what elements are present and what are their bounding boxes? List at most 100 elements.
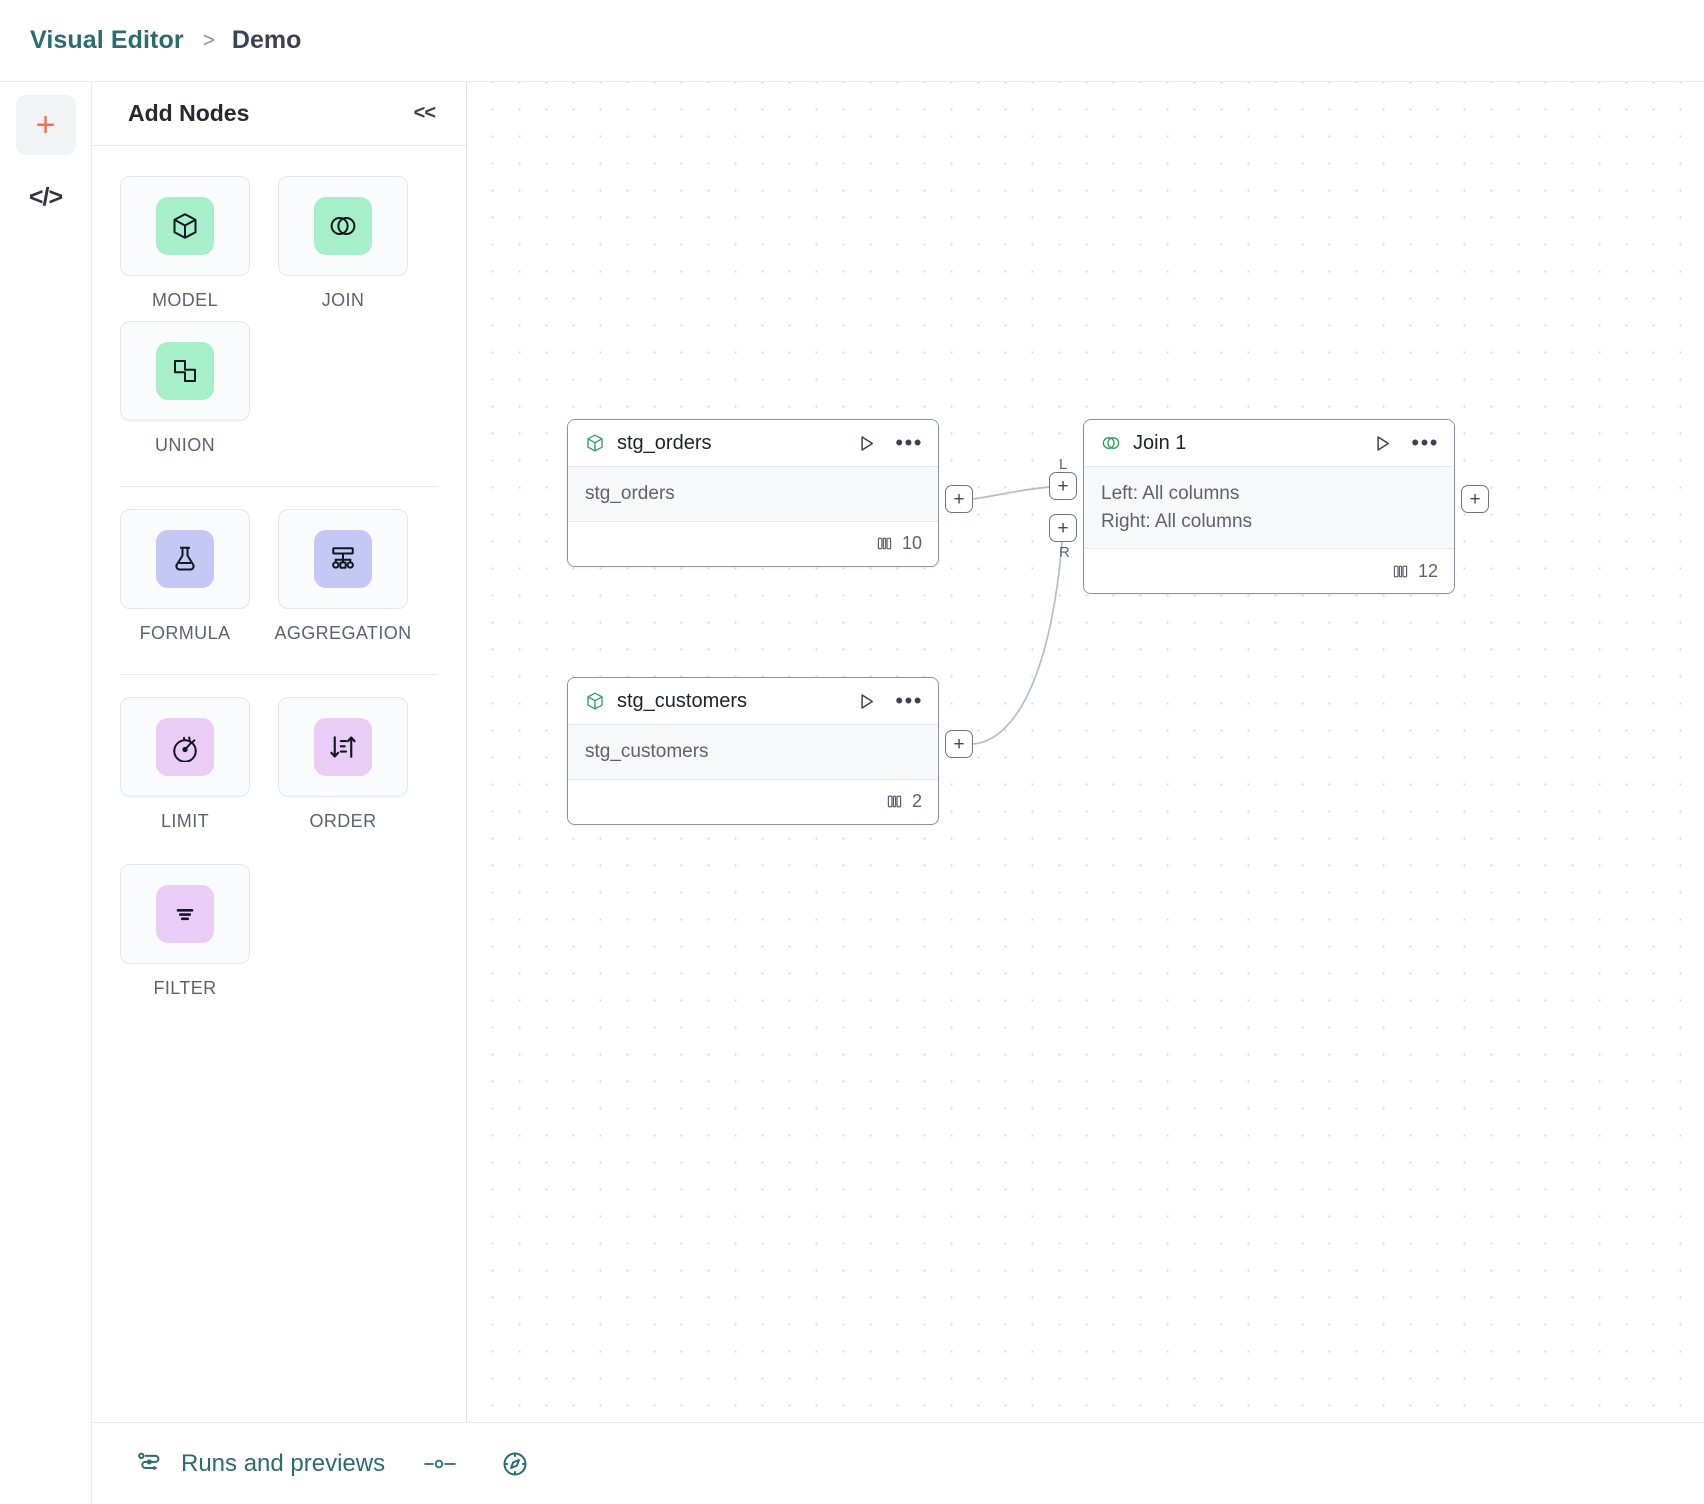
gauge-icon — [173, 736, 197, 762]
icon-wrap — [156, 342, 214, 400]
play-icon — [861, 435, 874, 451]
flask-icon — [175, 546, 195, 571]
output-handle-stg-orders[interactable]: + — [945, 485, 973, 513]
breadcrumb-root[interactable]: Visual Editor — [30, 26, 184, 54]
panel-divider — [120, 674, 438, 675]
node-column-count: 2 — [911, 791, 922, 812]
filter-icon — [176, 908, 194, 921]
node-title: stg_orders — [617, 431, 712, 454]
app-body: + </> Add Nodes << — [0, 82, 1704, 1504]
node-title: Join 1 — [1133, 431, 1187, 454]
join-left-input-label: L — [1059, 456, 1068, 473]
more-options-icon[interactable]: ••• — [1411, 430, 1439, 456]
add-node-button[interactable]: + — [15, 95, 76, 155]
runs-and-previews-button[interactable]: Runs and previews — [136, 1450, 385, 1478]
icon-wrap — [314, 530, 372, 588]
node-option-filter[interactable]: FILTER — [120, 864, 250, 999]
join-right-input-label: R — [1059, 544, 1070, 561]
node-option-model[interactable]: MODEL — [120, 176, 250, 311]
zoom-slider[interactable] — [423, 1453, 457, 1475]
node-tile — [120, 321, 250, 421]
join-right-input-handle[interactable]: + — [1049, 514, 1077, 542]
app-header: Visual Editor > Demo — [0, 0, 1704, 82]
node-column-count: 10 — [901, 533, 922, 554]
node-option-label: AGGREGATION — [274, 623, 412, 643]
node-footer: 2 — [568, 779, 938, 824]
output-handle-join-1[interactable]: + — [1461, 485, 1489, 513]
icon-wrap — [156, 885, 214, 943]
join-left-input-handle[interactable]: + — [1049, 472, 1077, 500]
node-tile — [120, 176, 250, 276]
run-node-button[interactable] — [856, 691, 877, 712]
node-title: stg_customers — [617, 689, 748, 712]
play-icon — [1377, 435, 1390, 451]
node-tile — [278, 697, 408, 797]
cube-icon — [587, 434, 603, 452]
columns-icon — [887, 795, 902, 808]
panel-header: Add Nodes << — [92, 82, 466, 146]
icon-wrap — [156, 530, 214, 588]
output-handle-stg-customers[interactable]: + — [945, 730, 973, 758]
node-body: stg_orders — [568, 467, 938, 522]
collapse-panel-icon[interactable]: << — [413, 102, 436, 124]
node-option-limit[interactable]: LIMIT — [120, 697, 250, 832]
node-body-row-right: Right: All columns — [1101, 510, 1253, 532]
plus-icon: + — [35, 106, 56, 144]
flow-canvas[interactable]: stg_orders ••• stg_orders 10 — [467, 82, 1704, 1504]
node-option-label: JOIN — [321, 290, 365, 310]
fit-view-button[interactable] — [501, 1450, 529, 1478]
play-icon — [861, 693, 874, 709]
node-tile — [278, 176, 408, 276]
flow-node-stg-customers[interactable]: stg_customers ••• stg_customers 2 — [567, 677, 939, 825]
node-body: stg_customers — [568, 725, 938, 780]
node-header: stg_customers ••• — [568, 678, 938, 725]
node-option-order[interactable]: ORDER — [278, 697, 408, 832]
code-icon: </> — [28, 182, 63, 211]
union-shapes-icon — [174, 360, 196, 382]
node-group-row-ops: LIMIT ORDER — [120, 697, 438, 1009]
icon-wrap — [314, 718, 372, 776]
panel-divider — [120, 486, 438, 487]
node-option-formula[interactable]: FORMULA — [120, 509, 250, 644]
breadcrumb-separator: > — [202, 28, 215, 52]
node-option-label: FORMULA — [139, 623, 231, 643]
node-option-label: MODEL — [151, 290, 218, 310]
node-column-count: 12 — [1417, 560, 1438, 581]
node-group-transforms: FORMULA — [120, 509, 438, 654]
flow-node-join-1[interactable]: Join 1 ••• Left: All columns Right: All … — [1083, 419, 1455, 595]
node-tile — [120, 864, 250, 964]
run-node-button[interactable] — [1372, 433, 1393, 454]
venn-circles-icon — [1102, 436, 1120, 450]
node-body-row: stg_customers — [585, 741, 709, 762]
bottom-toolbar: Runs and previews — [92, 1422, 1704, 1504]
cube-icon — [587, 692, 603, 710]
run-node-button[interactable] — [856, 433, 877, 454]
node-tile — [120, 509, 250, 609]
add-nodes-panel: Add Nodes << MODEL — [92, 82, 467, 1504]
node-tile — [120, 697, 250, 797]
node-option-label: LIMIT — [160, 811, 209, 831]
node-option-aggregation[interactable]: AGGREGATION — [274, 509, 411, 644]
more-options-icon[interactable]: ••• — [895, 688, 923, 714]
breadcrumb-current: Demo — [231, 26, 302, 54]
node-body-row-left: Left: All columns — [1101, 483, 1240, 504]
panel-body: MODEL JOIN — [92, 146, 466, 1009]
runs-and-previews-label: Runs and previews — [181, 1449, 386, 1477]
columns-icon — [877, 537, 892, 550]
code-view-button[interactable]: </> — [16, 169, 76, 225]
columns-icon — [1393, 565, 1408, 577]
more-options-icon[interactable]: ••• — [895, 430, 923, 456]
node-option-union[interactable]: UNION — [120, 321, 250, 456]
panel-title: Add Nodes — [128, 100, 250, 126]
node-option-label: FILTER — [153, 978, 217, 998]
node-group-sources: MODEL JOIN — [120, 176, 438, 466]
node-option-label: UNION — [155, 435, 215, 455]
node-tile — [278, 509, 408, 609]
pipeline-icon — [138, 1452, 160, 1471]
cube-icon — [173, 213, 197, 239]
flow-node-stg-orders[interactable]: stg_orders ••• stg_orders 10 — [567, 419, 939, 567]
node-option-join[interactable]: JOIN — [278, 176, 408, 311]
hierarchy-icon — [332, 547, 354, 569]
sort-icon — [330, 736, 356, 758]
icon-wrap — [314, 197, 372, 255]
